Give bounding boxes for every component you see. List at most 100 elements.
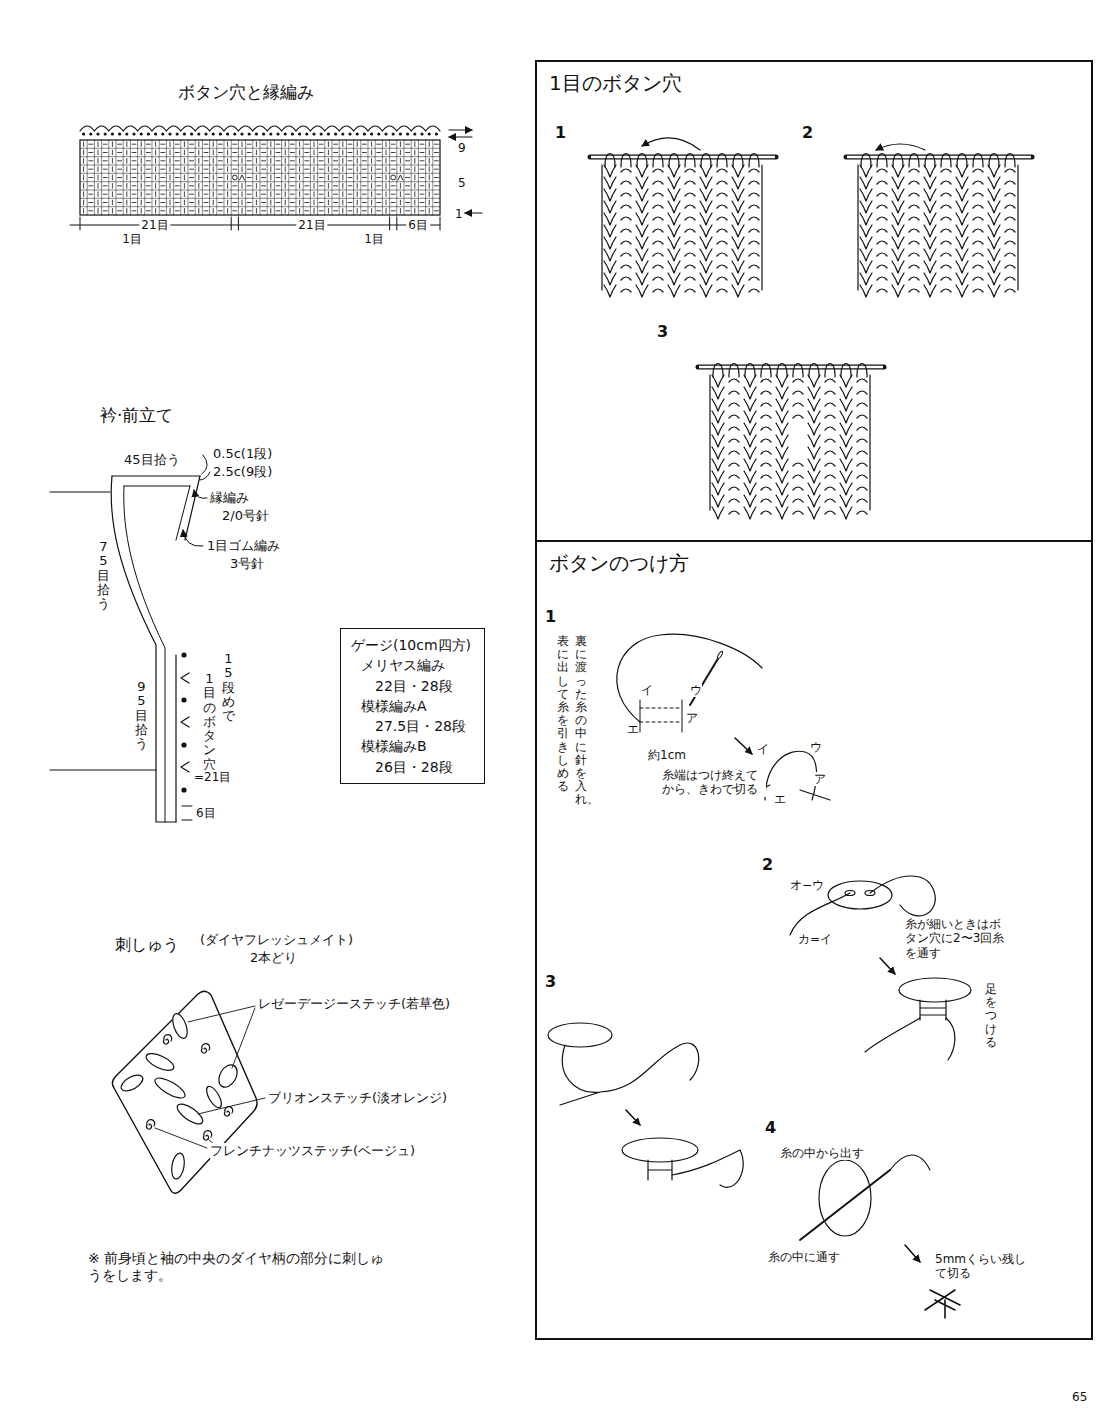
swatch-edge bbox=[602, 165, 762, 290]
point-mark: エ bbox=[627, 722, 639, 736]
needle-eye bbox=[717, 651, 724, 659]
fabric-thread bbox=[640, 700, 682, 732]
stitch-dot bbox=[176, 132, 179, 135]
knitting-needle bbox=[590, 155, 776, 160]
row-arrow bbox=[449, 136, 472, 137]
stitch-dot bbox=[399, 132, 402, 135]
stitch-dot bbox=[262, 132, 265, 135]
stitch-dot bbox=[233, 132, 236, 135]
yarn-name: (ダイヤフレッシュメイト) bbox=[200, 932, 353, 948]
chart-frame bbox=[80, 140, 440, 215]
step-number: 2 bbox=[762, 855, 773, 874]
leader-line bbox=[188, 1006, 255, 1022]
lazy-daisy-leaf bbox=[119, 1072, 146, 1094]
lazy-daisy-leaf bbox=[170, 1152, 186, 1180]
sewing-needle bbox=[690, 652, 722, 705]
dimension-label: 0.5c(1段) bbox=[213, 446, 272, 462]
band-outline bbox=[185, 476, 200, 540]
bullion-stitch bbox=[174, 1100, 205, 1127]
point-mark: エ bbox=[774, 792, 786, 806]
buttonhole-dot bbox=[181, 697, 186, 702]
instruction-text: 糸端はつけ終えてから、きわで切る bbox=[662, 768, 766, 797]
section-heading: ボタン穴と縁編み bbox=[178, 82, 314, 102]
chart-grid bbox=[80, 140, 440, 215]
knitting-needle bbox=[591, 156, 775, 159]
rib-stitches bbox=[712, 375, 867, 519]
panel-heading: ボタンのつけ方 bbox=[537, 542, 701, 585]
step-arrow bbox=[626, 1110, 640, 1125]
stitch-dot bbox=[348, 132, 351, 135]
buttonhole-dot bbox=[181, 787, 186, 792]
cut-thread-end bbox=[925, 1290, 960, 1318]
gauge-line: 模様編みA bbox=[361, 696, 474, 716]
step-number: 2 bbox=[802, 123, 813, 142]
stitch-dot bbox=[240, 132, 243, 135]
stitch-count: 1目 bbox=[120, 232, 144, 246]
point-mark: ウ bbox=[810, 740, 822, 754]
stitch-dot bbox=[204, 132, 207, 135]
needle-size: 3号針 bbox=[230, 556, 264, 572]
step-number: 4 bbox=[765, 1118, 776, 1137]
stitch-dot bbox=[104, 132, 107, 135]
buttonhole-dot bbox=[181, 652, 186, 657]
stitch-dot bbox=[183, 132, 186, 135]
row-number: 9 bbox=[458, 141, 466, 155]
stitch-dot bbox=[154, 132, 157, 135]
dimension-tick bbox=[182, 806, 192, 820]
stitch-dot bbox=[413, 132, 416, 135]
stitch-name: 1目ゴム編み bbox=[207, 538, 280, 554]
working-arrow bbox=[642, 138, 700, 150]
note: ※ 前身頃と袖の中央のダイヤ柄の部分に刺しゅうをします。 bbox=[88, 1250, 388, 1284]
french-knot bbox=[202, 1044, 210, 1053]
stitch-dot bbox=[377, 132, 380, 135]
stitch-dot bbox=[305, 132, 308, 135]
collar-edge bbox=[112, 475, 200, 476]
instruction-panel: 1目のボタン穴 bbox=[535, 60, 1093, 542]
yarn-over-symbol bbox=[391, 175, 396, 180]
stitch-label: レゼーデージーステッチ(若草色) bbox=[258, 996, 450, 1012]
buttonhole-note: 15段めで bbox=[222, 652, 235, 723]
stitch-dot bbox=[125, 132, 128, 135]
stitch-loops bbox=[861, 154, 1015, 168]
stitch-dot bbox=[219, 132, 222, 135]
stitch-dot bbox=[276, 132, 279, 135]
step-arrow bbox=[880, 958, 895, 974]
band-outline bbox=[111, 476, 176, 822]
stitch-dot bbox=[284, 132, 287, 135]
stitch-dot bbox=[190, 132, 193, 135]
stitch-dot bbox=[363, 132, 366, 135]
rib-symbols bbox=[84, 142, 439, 213]
point-mark: イ bbox=[757, 742, 769, 756]
thread-shank bbox=[819, 1160, 871, 1236]
stitch-dot bbox=[118, 132, 121, 135]
stitch-count: 6目 bbox=[406, 218, 430, 232]
stitch-dot bbox=[312, 132, 315, 135]
embroidery-diamond bbox=[112, 991, 257, 1193]
collar-edge bbox=[124, 485, 190, 486]
stitch-count: 1目 bbox=[362, 232, 386, 246]
swatch-edge bbox=[710, 375, 870, 510]
swatch-edge bbox=[858, 165, 1018, 290]
step-number: 3 bbox=[545, 972, 556, 991]
bullion-stitch bbox=[204, 1084, 225, 1110]
sewing-thread bbox=[560, 1043, 699, 1105]
stitch-dot bbox=[212, 132, 215, 135]
gauge-line: 模様編みB bbox=[361, 736, 474, 756]
instruction-text: 糸が細いときはボタン穴に2〜3回糸を通す bbox=[905, 917, 1009, 960]
fabric-thread bbox=[640, 708, 682, 722]
panel-heading: 1目のボタン穴 bbox=[537, 62, 694, 105]
stitch-dot bbox=[132, 132, 135, 135]
stitch-dot bbox=[428, 132, 431, 135]
stitch-dot bbox=[435, 132, 438, 135]
point-mark: ウ bbox=[690, 683, 702, 697]
row-number: 1 bbox=[455, 207, 463, 221]
stitch-dot bbox=[327, 132, 330, 135]
knitting-needle bbox=[699, 366, 883, 369]
sewing-thread bbox=[617, 634, 762, 722]
lazy-daisy-leaf bbox=[170, 1012, 190, 1041]
step-number: 1 bbox=[555, 123, 566, 142]
yarn-note: 2本どり bbox=[250, 950, 297, 966]
instruction-text: 足をつける bbox=[985, 983, 997, 1049]
